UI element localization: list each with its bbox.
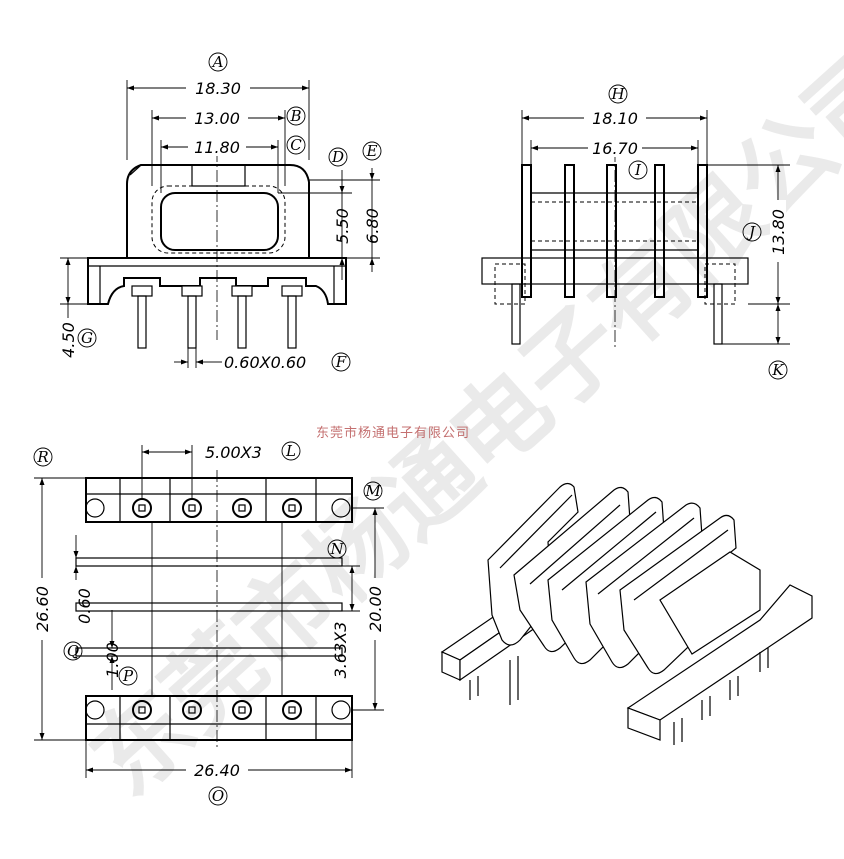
- pin-rail-bottom: [85, 695, 353, 741]
- pin: [287, 295, 297, 349]
- label-e: E: [366, 142, 378, 160]
- label-o: O: [212, 787, 224, 805]
- dim-f-value: 0.60X0.60: [224, 353, 306, 372]
- dim-e-value: 6.80: [363, 208, 382, 244]
- pin: [137, 295, 147, 349]
- label-b: B: [289, 107, 301, 125]
- label-c: C: [290, 136, 302, 154]
- label-j: J: [746, 223, 756, 241]
- dim-n2-value: 3.63X3: [331, 622, 350, 679]
- front-top-tab: [191, 165, 246, 187]
- label-g: G: [81, 329, 93, 347]
- label-a: A: [211, 53, 224, 71]
- label-f: F: [335, 353, 347, 371]
- pin-row-bottom: [132, 700, 302, 720]
- label-i: I: [634, 161, 642, 179]
- label-p: P: [122, 667, 134, 685]
- dim-o-value: 26.40: [194, 761, 240, 780]
- dim-l-value: 5.00X3: [205, 443, 262, 462]
- front-window: [160, 192, 279, 251]
- dim-a-value: 18.30: [195, 79, 241, 98]
- dim-h-value: 18.10: [592, 109, 638, 128]
- front-base: [87, 257, 347, 305]
- dim-g-value: 4.50: [59, 322, 78, 358]
- label-r: R: [36, 448, 48, 466]
- side-flange: [521, 164, 532, 298]
- pin: [187, 295, 197, 349]
- front-flange: [126, 164, 310, 258]
- watermark: 东莞市杨通电子有限公司: [70, 27, 844, 817]
- bottom-view: 5.00X3 L 26.60 R 0.60 Q 1.00 P 3.63X3 N: [33, 441, 385, 806]
- company-name: 东莞市杨通电子有限公司: [316, 425, 470, 441]
- dim-d-value: 5.50: [333, 208, 352, 244]
- watermark-text: 东莞市杨通电子有限公司: [70, 27, 844, 817]
- pin-rail-top: [85, 477, 353, 523]
- dim-b-value: 13.00: [194, 109, 240, 128]
- label-q: Q: [67, 642, 79, 660]
- label-h: H: [610, 85, 625, 103]
- front-view: 18.30 A 13.00 B 11.80 C 5.50 6.80 D E: [59, 52, 382, 372]
- side-view: 18.10 H 16.70 I 13.80 J K: [481, 84, 790, 380]
- label-d: D: [331, 148, 344, 166]
- pin: [237, 295, 247, 349]
- label-k: K: [771, 361, 784, 379]
- label-l: L: [285, 442, 296, 460]
- iso-core: [659, 551, 761, 655]
- label-n: N: [329, 540, 344, 558]
- dim-r-value: 26.60: [33, 586, 52, 632]
- dim-q-value: 0.60: [75, 588, 94, 624]
- dim-p-value: 1.00: [103, 642, 122, 678]
- dim-n-value: 20.00: [366, 586, 385, 632]
- label-m: M: [364, 482, 381, 500]
- dim-j-value: 13.80: [769, 209, 788, 255]
- dim-i-value: 16.70: [592, 139, 638, 158]
- dim-c-value: 11.80: [194, 138, 240, 157]
- isometric-view: [440, 482, 813, 745]
